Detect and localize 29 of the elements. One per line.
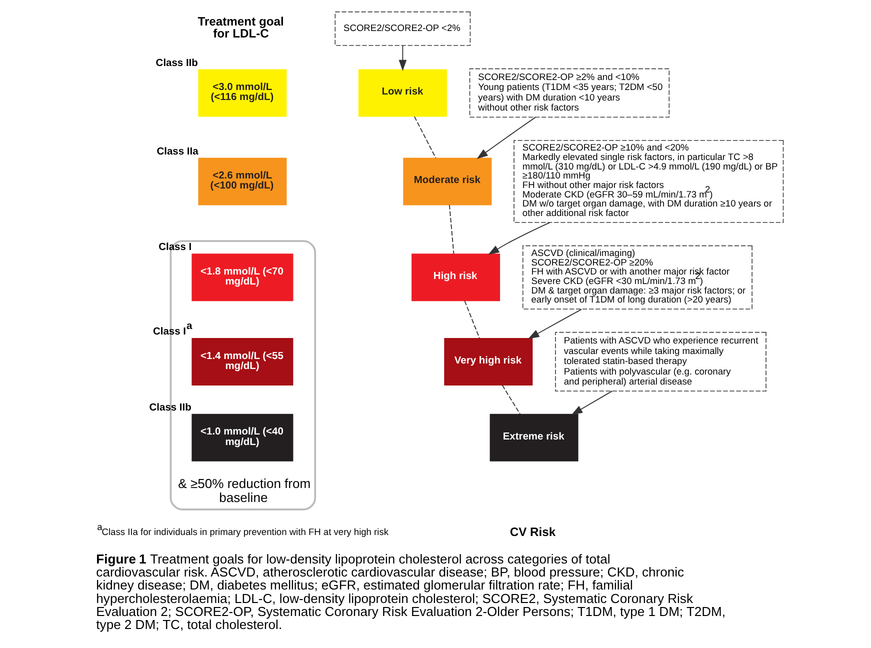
node-label: Class I	[158, 242, 192, 254]
node-box: High risk	[411, 254, 500, 302]
arrow	[528, 308, 582, 339]
label: Treatment goal for LDL-C	[197, 14, 284, 40]
node-box: <3.0 mmol/L (<116 mg/dL)	[198, 69, 286, 117]
arrow	[570, 390, 612, 415]
node-box: <1.4 mmol/L (<55 mg/dL)	[191, 338, 293, 386]
node-box: <2.6 mmol/L (<100 mg/dL)	[198, 158, 286, 206]
arrow	[488, 222, 550, 255]
arrow	[476, 116, 536, 159]
label: CV Risk	[509, 524, 556, 539]
node-label: Class IIa	[156, 146, 198, 158]
arrow	[398, 45, 406, 72]
connector	[464, 300, 480, 339]
node-box: SCORE2/SCORE2-OP <2%	[334, 11, 470, 46]
node-label: Class IIb	[155, 58, 198, 69]
node-box: Extreme risk	[489, 414, 578, 462]
node-box: <1.0 mmol/L (<40 mg/dL)	[191, 414, 293, 462]
node-box: SCORE2/SCORE2-OP ≥2% and <10% Young patients (T1DM <35 years; T2DM <50 years) with DM duration <10 years without other risk factors	[468, 68, 670, 118]
node-box: Moderate risk	[402, 158, 492, 206]
connector	[448, 204, 454, 254]
connector	[413, 116, 436, 158]
node-label: Class IIb	[148, 402, 191, 414]
node-box: Very high risk	[444, 338, 532, 386]
caption: Figure 1 Treatment goals for low-density lipoprotein cholesterol across categories of total cardiovascular risk. ASCVD, atherosclerotic cardiovascular disease; BP, blood pressure; CKD, chronic kidney disease; DM, diabetes mellitus; eGFR, estimated glomerular filtration rate; FH, familial hypercholesterolaemia; LDL-C, low-density lipoprotein cholesterol; SCORE2, Systematic Coronary Risk Evaluation 2; SCORE2-OP, Systematic Coronary Risk Evaluation 2-Older Persons; T1DM, type 1 DM; T2DM, type 2 DM; TC, total cholesterol.	[96, 552, 726, 632]
node-box: <1.8 mmol/L (<70 mg/dL)	[191, 254, 293, 302]
node-box: Patients with ASCVD who experience recurrent vascular events while taking maximally tolerated statin-based therapy Patients with polyvascular (e.g. coronary and peripheral) arterial disease	[554, 332, 766, 392]
node-box: Low risk	[358, 69, 446, 117]
connector	[501, 384, 520, 415]
